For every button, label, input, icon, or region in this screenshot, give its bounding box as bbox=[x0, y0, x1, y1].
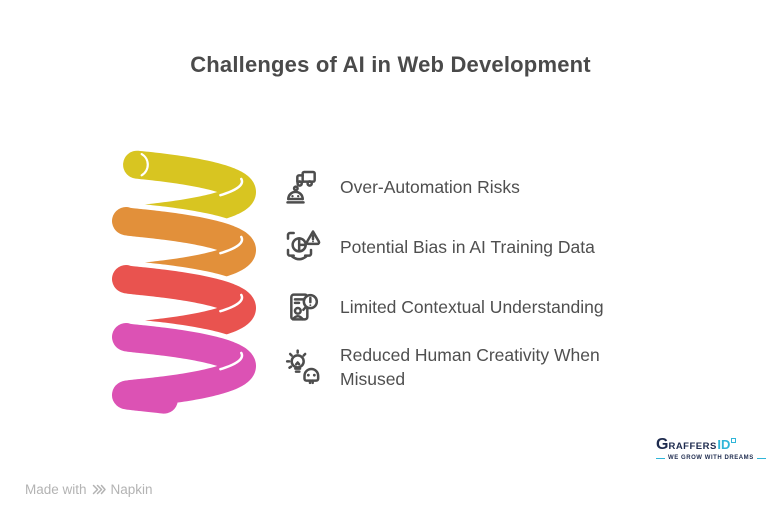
item-label: Limited Contextual Understanding bbox=[340, 297, 604, 317]
list-item-over-automation: Over-Automation Risks bbox=[283, 157, 520, 217]
napkin-credit[interactable]: Made with Napkin bbox=[25, 482, 153, 497]
tagline-dash-right bbox=[756, 457, 766, 459]
graffersid-wordmark: G RAFFERS ID bbox=[656, 437, 756, 453]
logo-initial: G bbox=[656, 436, 669, 453]
item-label: Reduced Human Creativity When Misused bbox=[340, 345, 600, 389]
document-alert-icon bbox=[283, 287, 323, 327]
list-item-context: Limited Contextual Understanding bbox=[283, 277, 604, 337]
graffersid-logo: G RAFFERS ID WE GROW WITH DREAMS bbox=[656, 437, 766, 461]
item-label: Potential Bias in AI Training Data bbox=[340, 237, 595, 257]
page-title: Challenges of AI in Web Development bbox=[190, 52, 591, 77]
logo-tagline: WE GROW WITH DREAMS bbox=[656, 455, 766, 461]
tagline-dash-left bbox=[656, 457, 665, 459]
logo-primary-text: RAFFERS bbox=[668, 441, 717, 452]
napkin-chevrons-icon bbox=[92, 484, 106, 495]
tagline-text: WE GROW WITH DREAMS bbox=[668, 455, 754, 461]
made-with-text: Made with bbox=[25, 482, 87, 497]
list-item-creativity: Reduced Human Creativity When Misused bbox=[283, 330, 635, 404]
napkin-brand-text: Napkin bbox=[110, 482, 153, 497]
face-scan-warning-icon bbox=[283, 227, 323, 267]
spiral-coil-graphic bbox=[108, 145, 261, 419]
bulb-skull-icon bbox=[283, 347, 323, 387]
list-item-bias: Potential Bias in AI Training Data bbox=[283, 217, 595, 277]
item-label: Over-Automation Risks bbox=[340, 177, 520, 197]
logo-secondary-text: ID bbox=[717, 437, 731, 452]
robot-delivery-icon bbox=[283, 167, 323, 207]
logo-trademark bbox=[731, 438, 737, 443]
